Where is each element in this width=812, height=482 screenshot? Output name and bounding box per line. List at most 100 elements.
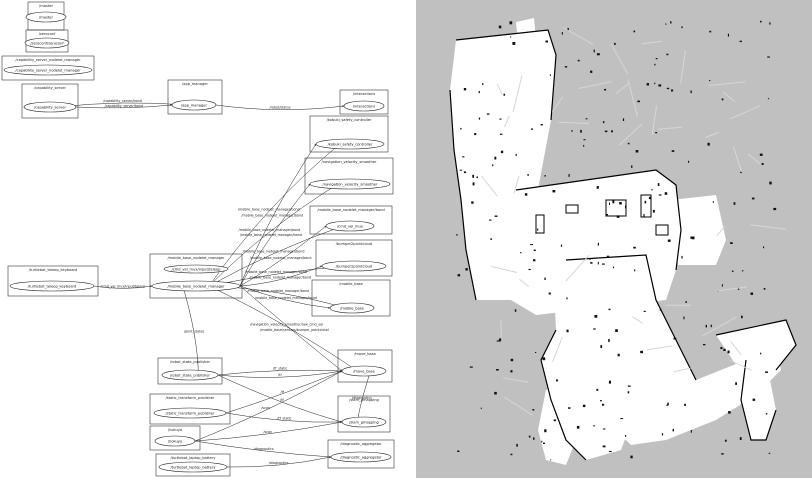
node-slam[interactable] xyxy=(341,416,387,428)
map-obstacle-point xyxy=(683,316,685,320)
map-obstacle-point xyxy=(721,453,724,455)
map-obstacle-point xyxy=(528,435,531,438)
node-diag[interactable] xyxy=(330,451,392,463)
cluster-cmd_vel_mux xyxy=(309,205,393,235)
cluster-capserver xyxy=(21,83,79,119)
map-obstacle-point xyxy=(544,429,547,433)
cluster-label-mobile_base: /mobile_base xyxy=(339,282,364,286)
cluster-label-move_base: /move_base xyxy=(354,352,376,356)
node-cmd_vel_mux[interactable] xyxy=(325,220,375,232)
node-csnm[interactable] xyxy=(3,64,93,76)
map-obstacle-point xyxy=(721,98,724,101)
node-kobuki_safety[interactable] xyxy=(315,138,385,150)
map-ray xyxy=(722,91,736,103)
map-obstacle-point xyxy=(533,259,536,262)
node-appmgr[interactable] xyxy=(171,99,217,111)
map-structure xyxy=(655,224,669,236)
node-cmd_vel_mux_inner[interactable] xyxy=(163,264,229,274)
map-obstacle-point xyxy=(627,385,631,387)
map-ray xyxy=(673,367,691,373)
map-obstacle-point xyxy=(712,201,714,203)
map-obstacle-point xyxy=(478,117,481,120)
map-ray xyxy=(632,316,643,324)
cluster-bumper xyxy=(315,239,393,277)
map-ray xyxy=(610,43,629,75)
node-move_base[interactable] xyxy=(341,365,387,377)
map-obstacle-point xyxy=(489,219,492,221)
map-obstacle-point xyxy=(730,242,733,244)
edge-stf-slam xyxy=(225,412,343,424)
node-hokuyo[interactable] xyxy=(154,435,196,447)
map-obstacle-point xyxy=(709,80,711,82)
map-obstacle-point xyxy=(691,236,695,240)
map-obstacle-point xyxy=(593,328,596,330)
node-rsp[interactable] xyxy=(161,369,219,381)
map-obstacle-point xyxy=(524,193,528,196)
map-obstacle-point xyxy=(469,366,473,368)
node-mobile_base[interactable] xyxy=(329,302,375,314)
map-obstacle-point xyxy=(655,58,658,60)
map-obstacle-point xyxy=(619,202,622,205)
map-obstacle-point xyxy=(561,32,563,35)
map-obstacle-point xyxy=(684,403,686,406)
node-label-hokuyo: /hokuyo xyxy=(168,439,182,443)
map-ray xyxy=(651,105,658,135)
map-obstacle-point xyxy=(516,443,518,447)
map-obstacles xyxy=(449,20,797,461)
map-obstacle-point xyxy=(611,130,613,133)
edge-appmgr-interactions xyxy=(215,104,345,110)
map-obstacle-point xyxy=(520,252,522,254)
map-obstacle-point xyxy=(550,459,552,461)
map-obstacle-point xyxy=(665,23,667,25)
edge-stf-move_base xyxy=(225,370,343,414)
edge-label: /mobile_base_nodelet_manager/bond xyxy=(247,289,309,293)
node-zeroconf[interactable] xyxy=(24,37,70,49)
cluster-label-teleop: /turtlebot_teleop_keyboard xyxy=(29,268,77,272)
map-obstacle-point xyxy=(549,74,551,76)
edge-mbnm-mobile_base xyxy=(239,285,331,309)
map-obstacle-point xyxy=(608,450,612,453)
map-free-space xyxy=(450,18,796,465)
map-obstacle-point xyxy=(498,25,502,29)
node-label-master: /master xyxy=(39,15,53,19)
map-obstacle-point xyxy=(490,238,493,240)
map-obstacle-point xyxy=(583,139,586,141)
map-obstacle-point xyxy=(498,338,502,342)
edge-label: /mobile_base_nodelet_manager/bond xyxy=(239,228,301,232)
map-obstacle-point xyxy=(545,40,548,43)
node-master[interactable] xyxy=(25,11,67,23)
node-stf[interactable] xyxy=(153,407,227,419)
map-wall xyxy=(455,29,557,121)
edge-teleop-mbnm xyxy=(93,285,153,289)
map-structure xyxy=(535,214,545,234)
map-obstacle-point xyxy=(482,83,484,85)
edge-label: /robot/status xyxy=(270,106,291,110)
cluster-label-zeroconf: /zeroconf xyxy=(39,32,56,36)
map-obstacle-point xyxy=(472,182,475,186)
node-label-cmd_vel_mux_inner: /cmd_vel_mux/input/teleop xyxy=(172,267,221,271)
node-capserver[interactable] xyxy=(23,101,77,113)
map-obstacle-point xyxy=(615,329,618,332)
node-label-mobile_base: /mobile_base xyxy=(340,306,365,310)
map-obstacle-point xyxy=(705,324,707,328)
cluster-diag xyxy=(327,439,395,469)
map-ray xyxy=(732,146,743,172)
node-bumper[interactable] xyxy=(321,260,387,272)
map-wall xyxy=(715,319,797,371)
edge-move_base-mbnm xyxy=(208,285,358,372)
node-mbnm[interactable] xyxy=(151,280,241,292)
map-obstacle-point xyxy=(548,292,551,295)
map-obstacle-point xyxy=(622,118,625,121)
node-teleop[interactable] xyxy=(9,280,95,292)
node-nav_vel[interactable] xyxy=(309,178,391,190)
edge-label: /capability_server/bond xyxy=(105,104,144,108)
node-label-capserver: /capability_server xyxy=(34,105,66,109)
node-battery[interactable] xyxy=(158,461,228,473)
map-obstacle-point xyxy=(457,274,461,277)
map-obstacle-point xyxy=(651,189,653,191)
map-obstacle-point xyxy=(690,430,692,433)
map-ray xyxy=(615,82,630,94)
node-interactions[interactable] xyxy=(343,100,385,112)
map-obstacle-point xyxy=(478,91,480,94)
edge-label: /tf_static xyxy=(273,367,287,371)
